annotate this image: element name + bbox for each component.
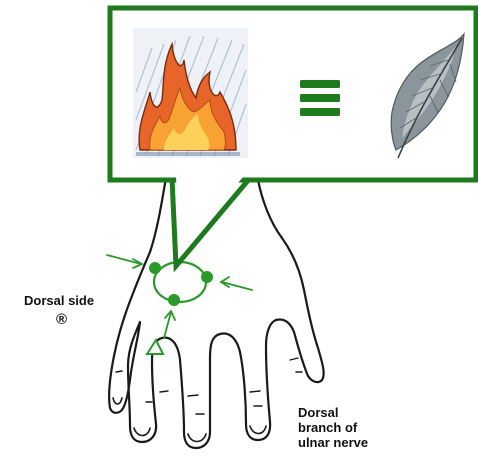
acupoint-dot-right [201,271,213,283]
acupoint-dot-bottom [168,294,180,306]
nerve-label-line-2: branch of [298,420,368,435]
dorsal-branch-ulnar-nerve-label: Dorsal branch of ulnar nerve [298,405,368,450]
thumb-nail [113,398,122,404]
registered-symbol-label: ® [56,312,67,327]
wrist-left-edge [150,178,166,252]
acupoint-ring [154,262,206,302]
index-nail [134,428,150,436]
ring-finger [240,320,276,440]
equals-icon [300,80,340,116]
arrow-up-triangle [147,340,163,354]
equals-bar-middle [300,94,340,102]
nerve-label-line-1: Dorsal [298,405,368,420]
equals-bar-bottom [300,108,340,116]
middle-nail [188,434,206,442]
acupoint-dot-left [149,262,161,274]
ring-nail [250,426,266,434]
wrist-right-edge [258,180,282,238]
middle-finger [180,334,240,448]
thumb [109,252,150,413]
equals-bar-top [300,80,340,88]
flame-base [136,152,240,156]
callout-pointer-join [176,176,244,250]
arrow-left [107,255,141,264]
nerve-label-line-3: ulnar nerve [298,435,368,450]
flame-icon [133,28,248,158]
dorsal-side-label: Dorsal side [24,293,94,308]
